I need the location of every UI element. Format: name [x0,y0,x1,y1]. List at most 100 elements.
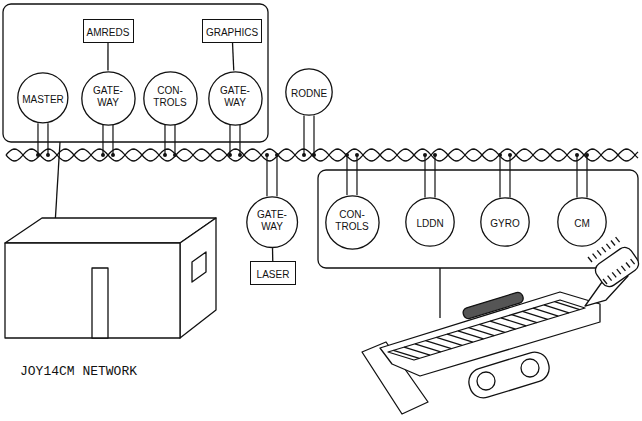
device-box: AMREDS [83,19,134,43]
tap-wire [276,155,277,196]
circle-shape [81,71,134,124]
cutter-tooth [616,237,620,242]
link-line [107,43,108,71]
chain-link [555,302,580,310]
tap-dot [508,153,512,157]
tap-dot [265,153,269,157]
station-circle: LDDN [405,197,455,247]
node-text: GATE- WAY [214,85,256,110]
node-label: GATE- WAY [252,209,291,233]
node-label: AMREDS [87,27,130,39]
circle-shape [208,71,261,124]
node-text: AMREDS [87,22,130,40]
cutter-tooth [621,266,625,271]
node-text: LDDN [416,213,443,231]
chain-link [512,315,537,323]
miner-body [380,292,600,376]
tap-wire [434,155,435,198]
cutter-tooth [588,257,592,262]
device-box: GRAPHICS [202,19,262,43]
cutter-tooth [593,254,597,259]
circle-shape [143,71,196,124]
tap-wire [424,155,425,198]
leader-line [439,268,440,318]
node-label: GRAPHICS [206,27,258,39]
chain-link [522,311,547,319]
tap-dot [423,153,427,157]
tap-wire [356,155,357,195]
cutter-tooth [631,259,635,264]
track-wheel [477,372,495,390]
tap-dot [433,153,437,157]
trailer-side [180,218,216,338]
machine-bracket [318,170,638,268]
tap-wire [229,125,230,155]
circle-shape [286,69,332,115]
track-top [462,291,525,320]
station-bracket [3,4,268,142]
tap-wire [164,125,165,155]
node-label: GATE- WAY [214,85,256,109]
tap-wire [266,155,267,196]
cutter-tooth [612,272,616,277]
chain-link [479,324,504,332]
node-text: CON- TROLS [331,209,373,234]
circle-shape [325,195,378,248]
station-circle: RODNE [285,68,333,116]
station-circle: MASTER [17,72,69,124]
chain-link [447,334,473,342]
tap-dot [46,153,50,157]
node-text: GATE- WAY [87,85,129,110]
tap-wire [102,125,103,155]
chain-link [426,341,452,349]
node-text: RODNE [291,83,327,101]
tap-dot [498,153,502,157]
station-circle: GYRO [480,197,530,247]
link-line [233,43,234,71]
tap-dot [575,153,579,157]
cutter-tooth [617,269,621,274]
node-text: GYRO [490,213,519,231]
node-text: GATE- WAY [252,209,291,234]
node-text: MASTER [22,89,64,107]
tap-dot [101,153,105,157]
cutter-tooth [626,263,630,268]
tap-dot [275,153,279,157]
tap-wire [576,155,577,198]
twisted-pair-bus [6,149,638,161]
tap-wire [47,123,48,155]
tap-dot [302,153,306,157]
tap-wire [499,155,500,198]
tap-dot [163,153,167,157]
chain-link [533,308,558,316]
station-circle: CM [557,197,607,247]
tap-dot [585,153,589,157]
station-circle: CON- TROLS [143,71,198,126]
tap-wire [37,123,38,155]
tap-wire [313,115,314,155]
node-label: RODNE [291,88,327,100]
node-label: MASTER [22,94,64,106]
tap-dot [173,153,177,157]
tap-dot [111,153,115,157]
tap-dot [312,153,316,157]
circle-shape [406,198,454,246]
chain-link [415,344,441,352]
chain-link [458,331,484,339]
chain-link [436,337,462,345]
tap-dot [238,153,242,157]
tap-wire [586,155,587,198]
node-text: CON- TROLS [149,85,191,110]
tap-wire [303,115,304,155]
circle-shape [558,198,606,246]
tap-dot [36,153,40,157]
node-text: CM [574,213,590,231]
node-text: GRAPHICS [206,22,258,40]
cutter-tooth [603,279,607,284]
cutter-teeth [588,237,635,284]
station-circle: GATE- WAY [246,196,298,248]
tap-wire [509,155,510,198]
cutter-drum [592,244,641,289]
node-label: CON- TROLS [149,85,191,109]
